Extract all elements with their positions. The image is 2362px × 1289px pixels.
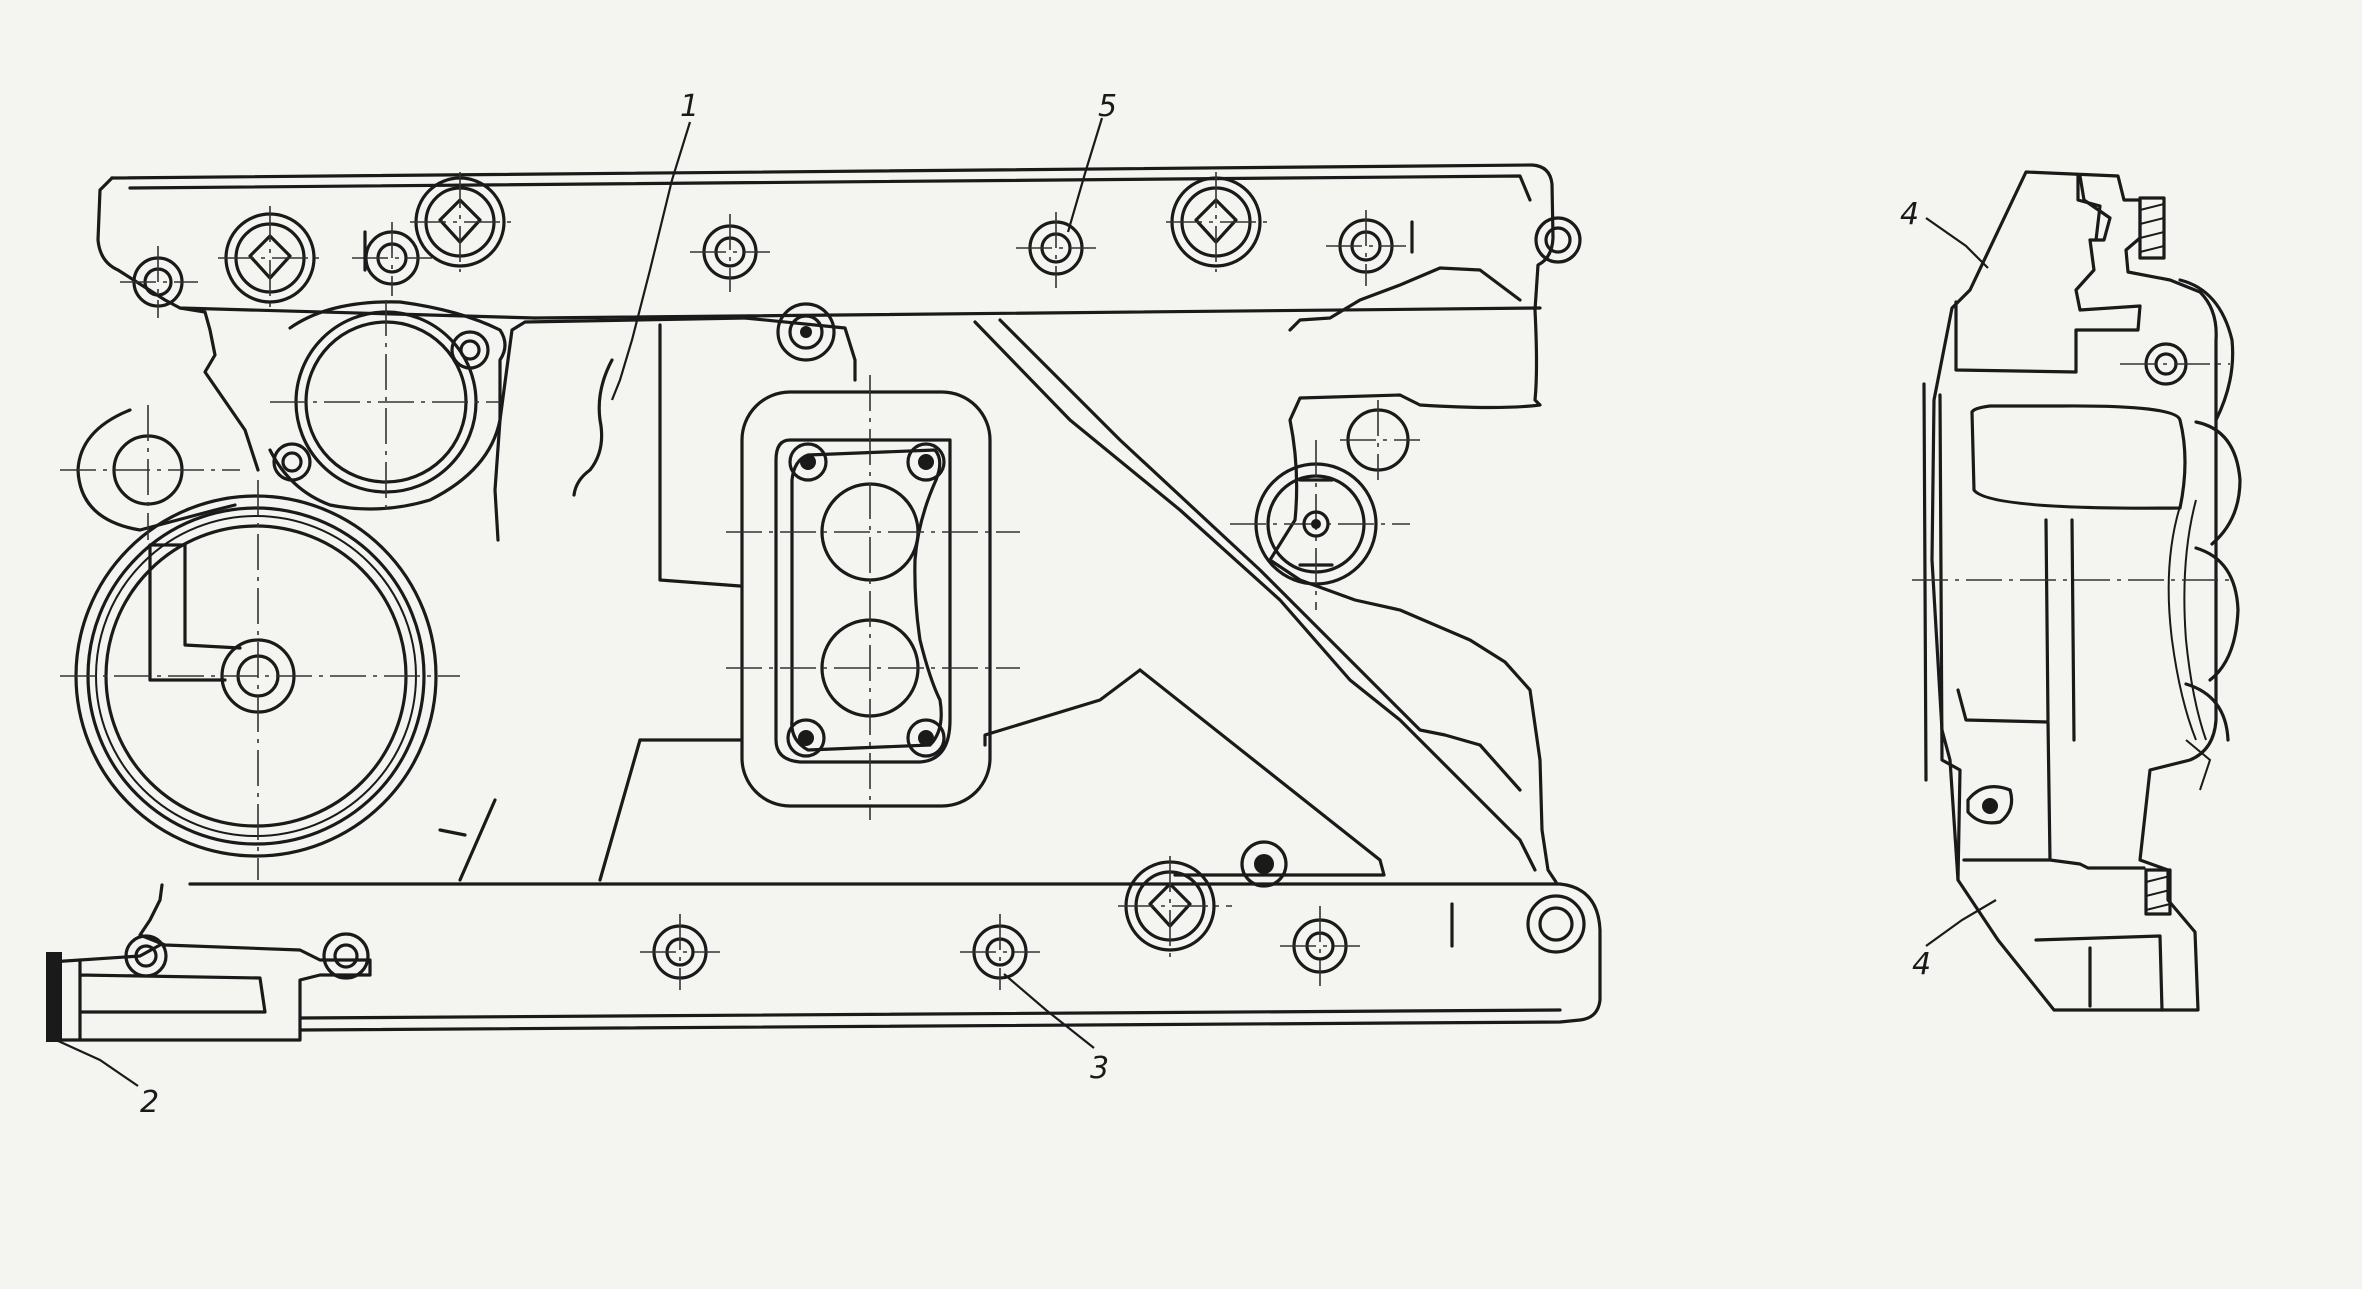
top-rail-inner [96, 174, 1532, 320]
leader-4-bottom [1925, 899, 1997, 947]
side-view [1912, 170, 2242, 1012]
bolt-boss [776, 302, 836, 362]
label-4-top: 4 [1900, 197, 1919, 232]
hex-bolt-boss [410, 172, 512, 272]
round-window-bracket [268, 300, 507, 511]
hex-bolt-boss [1166, 172, 1268, 272]
side-top-seal [2138, 196, 2166, 260]
flange-port-outline [790, 448, 943, 752]
top-rail-outline [110, 163, 1558, 884]
lower-left-pocket [438, 738, 742, 882]
side-bottom-hatch [2145, 875, 2171, 911]
center-lines [60, 300, 1420, 880]
side-ports [2167, 278, 2242, 791]
side-seal-hatch [2139, 203, 2165, 253]
bottom-lug [78, 958, 267, 1042]
flange-outer [740, 390, 992, 808]
label-5: 5 [1098, 89, 1117, 124]
diagonal-rib-inner [998, 318, 1522, 792]
top-rail-lower-edge [178, 306, 1542, 472]
front-view [46, 163, 1602, 1042]
side-top-step [2076, 174, 2102, 242]
bottom-rail-outline [48, 882, 1602, 1042]
label-1: 1 [680, 89, 699, 124]
side-lower-block [1956, 688, 2146, 870]
right-boss-block [1288, 266, 1522, 332]
large-housing-inner-block [148, 543, 242, 682]
side-bottom-seal [2144, 868, 2172, 916]
side-main-body [1922, 382, 2187, 882]
bolt-boss [690, 214, 770, 292]
label-4-bottom: 4 [1912, 947, 1931, 982]
leader-3 [1003, 973, 1095, 1049]
side-bolt-lower-fill [1982, 798, 1998, 814]
callouts: 1 5 2 3 4 4 [55, 89, 1997, 1120]
leader-2 [55, 1038, 139, 1087]
bolt-boss [120, 246, 198, 318]
bolt-boss [1016, 212, 1096, 288]
side-bottom-flange [2034, 934, 2164, 1012]
left-lobe [76, 408, 237, 532]
central-pocket-outline [658, 316, 857, 588]
label-3: 3 [1090, 1051, 1109, 1086]
bottom-rail-bolts [124, 840, 1586, 990]
small-bolts [272, 330, 1330, 758]
bottom-hatched-seal [46, 952, 62, 1042]
diagonal-rib [973, 320, 1537, 872]
hex-bolt-boss [218, 206, 322, 312]
bottom-rail-inner [138, 883, 1562, 1032]
leader-1 [610, 121, 692, 401]
flange-inner [774, 438, 952, 764]
side-bolt-lower [1966, 785, 2014, 825]
lower-diagonal-rib [983, 668, 1386, 877]
label-2: 2 [140, 1085, 159, 1120]
leader-5 [1066, 117, 1104, 233]
side-body-vertical [2044, 518, 2076, 742]
bolt-boss [1534, 216, 1582, 264]
bolt-boss [1326, 210, 1406, 286]
top-rail-bolts [120, 172, 1582, 362]
side-top-block [1954, 174, 2142, 374]
leader-4-top [1925, 217, 1989, 269]
break-line [572, 358, 614, 497]
left-web-outline [493, 316, 747, 542]
